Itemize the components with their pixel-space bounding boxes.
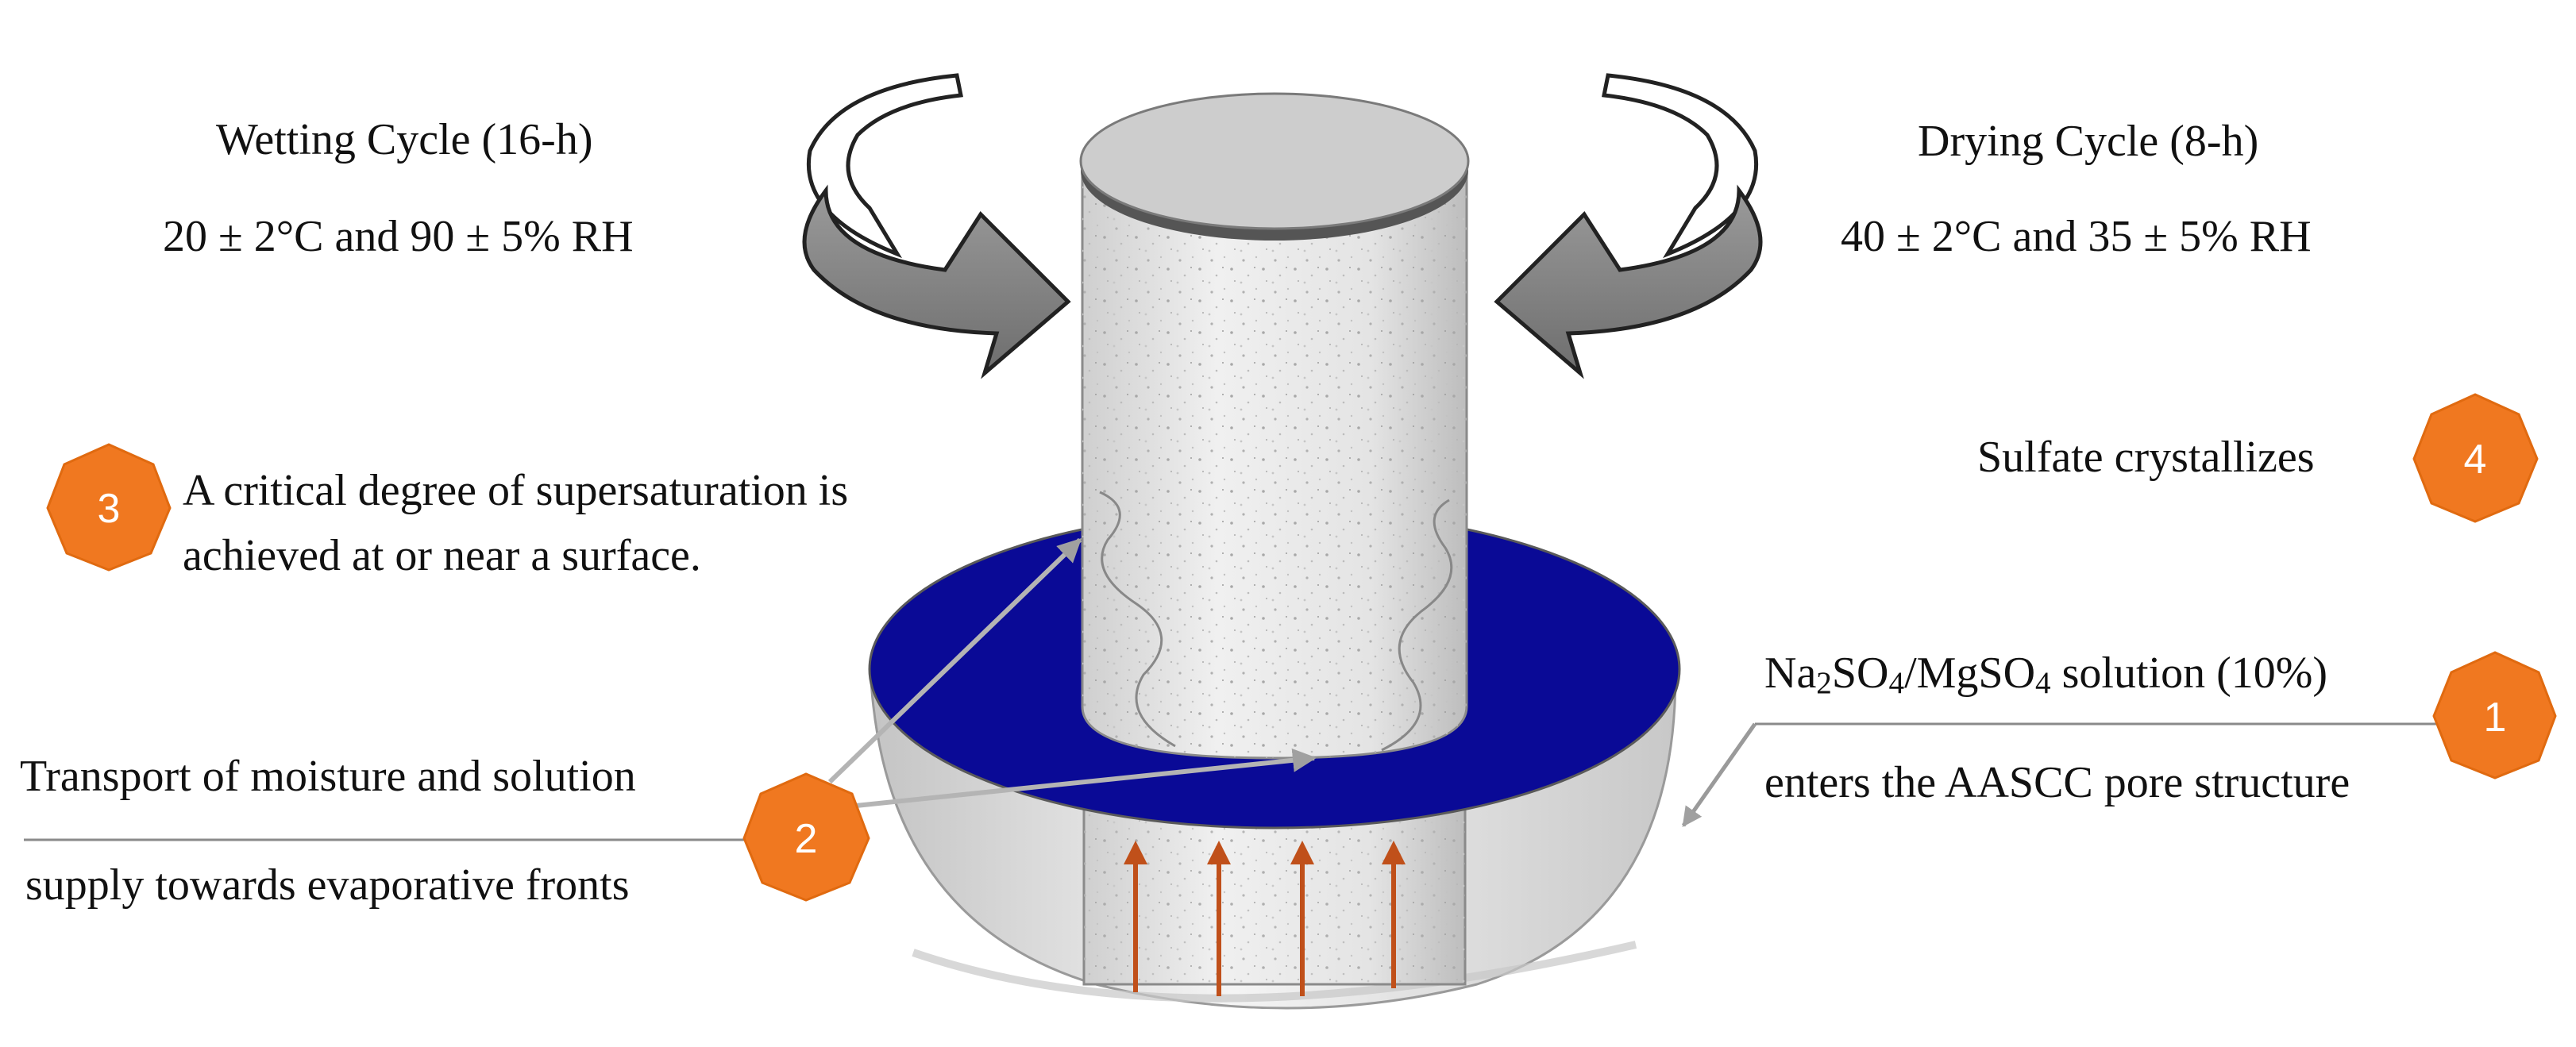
svg-text:4: 4 xyxy=(2464,437,2487,483)
svg-text:1: 1 xyxy=(2484,695,2507,741)
solution-basin xyxy=(868,509,1681,1010)
step1-text-line2: enters the AASCC pore structure xyxy=(1764,758,2350,807)
step-badge-3: 3 xyxy=(46,443,172,572)
wetting-cycle-title: Wetting Cycle (16-h) xyxy=(216,115,593,164)
step2-text-line2: supply towards evaporative fronts xyxy=(25,860,630,910)
svg-text:2: 2 xyxy=(795,816,818,862)
specimen-top xyxy=(1079,92,1470,230)
transport-arrow-to-front xyxy=(817,748,1317,812)
drying-cycle-arrow-icon xyxy=(1494,73,1763,379)
transport-arrows xyxy=(817,537,1317,812)
capillary-rise-arrows xyxy=(1124,841,1406,996)
concrete-specimen xyxy=(1079,92,1470,760)
step1-leader xyxy=(1681,722,2450,828)
step1-text-line1: Na2SO4/MgSO4 solution (10%) xyxy=(1764,649,2328,701)
transport-arrow-to-surface xyxy=(827,537,1082,784)
step-badge-2: 2 xyxy=(742,772,870,902)
step2-text-line1: Transport of moisture and solution xyxy=(20,752,636,801)
evaporative-front-left xyxy=(1099,491,1176,748)
wetting-cycle-arrow-icon xyxy=(802,73,1071,379)
step3-text-line1: A critical degree of supersaturation is xyxy=(183,466,849,515)
step-badge-1: 1 xyxy=(2432,651,2557,779)
drying-cycle-conditions: 40 ± 2°C and 35 ± 5% RH xyxy=(1841,212,2312,261)
drying-cycle-title: Drying Cycle (8-h) xyxy=(1918,117,2259,166)
svg-text:3: 3 xyxy=(98,486,121,532)
evaporative-front-right xyxy=(1381,498,1453,752)
wetting-cycle-conditions: 20 ± 2°C and 90 ± 5% RH xyxy=(163,212,634,261)
step3-text-line2: achieved at or near a surface. xyxy=(183,531,701,580)
basin-bottom-shadow xyxy=(912,941,1637,1003)
step-badge-4: 4 xyxy=(2412,393,2539,523)
step4-text: Sulfate crystallizes xyxy=(1977,433,2315,482)
